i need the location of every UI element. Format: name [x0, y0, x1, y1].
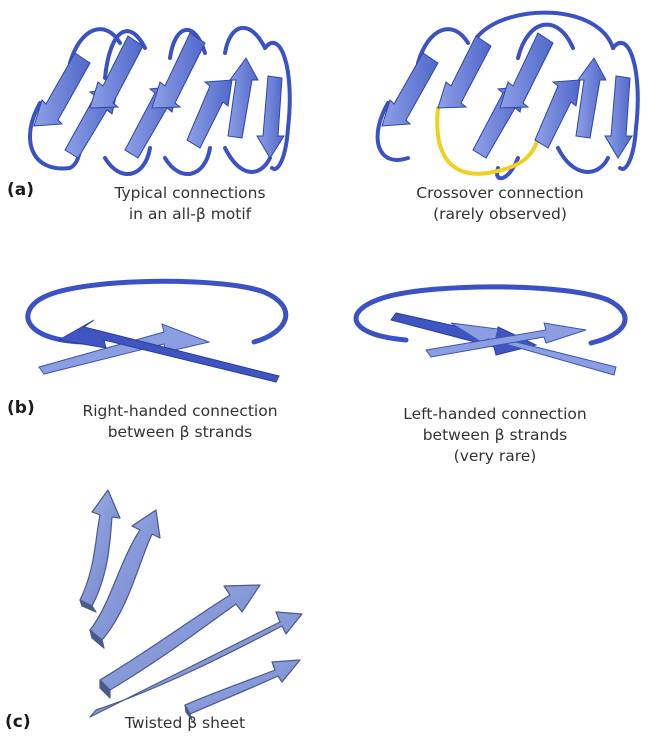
loop: [225, 28, 265, 53]
beta-strand-arrow: [605, 76, 632, 158]
beta-strand-arrow: [382, 53, 438, 126]
beta-strand-arrow: [535, 80, 580, 148]
loop: [558, 148, 608, 172]
caption-crossover-connection: Crossover connection (rarely observed): [370, 183, 630, 225]
all-beta-motif-diagram: [10, 8, 300, 188]
caption-line: Twisted β sheet: [95, 713, 275, 734]
caption-twisted-beta-sheet: Twisted β sheet: [95, 713, 275, 734]
caption-line: Left-handed connection: [360, 404, 630, 425]
loop: [165, 148, 210, 174]
beta-strand-arrow: [152, 33, 205, 108]
beta-strand-arrow: [576, 58, 606, 138]
caption-left-handed-connection: Left-handed connection between β strands…: [360, 404, 630, 467]
beta-strand-arrow: [438, 36, 491, 108]
beta-strand-arrow: [185, 660, 300, 714]
twisted-beta-sheet-diagram: [60, 490, 320, 720]
caption-line: Typical connections: [60, 183, 320, 204]
loop: [28, 281, 286, 342]
beta-strand-arrow: [34, 53, 90, 126]
caption-line: (rarely observed): [370, 204, 630, 225]
caption-typical-connections: Typical connections in an all-β motif: [60, 183, 320, 225]
caption-line: between β strands: [360, 425, 630, 446]
panel-label-b: (b): [7, 398, 35, 418]
right-handed-connection-diagram: [14, 272, 294, 382]
panel-label-a: (a): [7, 180, 34, 200]
caption-line: between β strands: [45, 422, 315, 443]
loop: [225, 148, 270, 172]
beta-strand-arrow: [257, 76, 284, 158]
caption-right-handed-connection: Right-handed connection between β strand…: [45, 401, 315, 443]
beta-strand-arrow: [187, 80, 232, 148]
beta-strand-arrow: [39, 324, 209, 374]
caption-line: (very rare): [360, 446, 630, 467]
left-handed-connection-diagram: [346, 275, 636, 385]
caption-line: Right-handed connection: [45, 401, 315, 422]
panel-label-c: (c): [5, 712, 31, 732]
crossover-connection-diagram: [358, 8, 648, 188]
caption-line: Crossover connection: [370, 183, 630, 204]
beta-strand-arrow: [500, 33, 553, 108]
beta-strand-arrow: [90, 36, 143, 108]
caption-line: in an all-β motif: [60, 204, 320, 225]
beta-strand-arrow: [228, 58, 258, 138]
